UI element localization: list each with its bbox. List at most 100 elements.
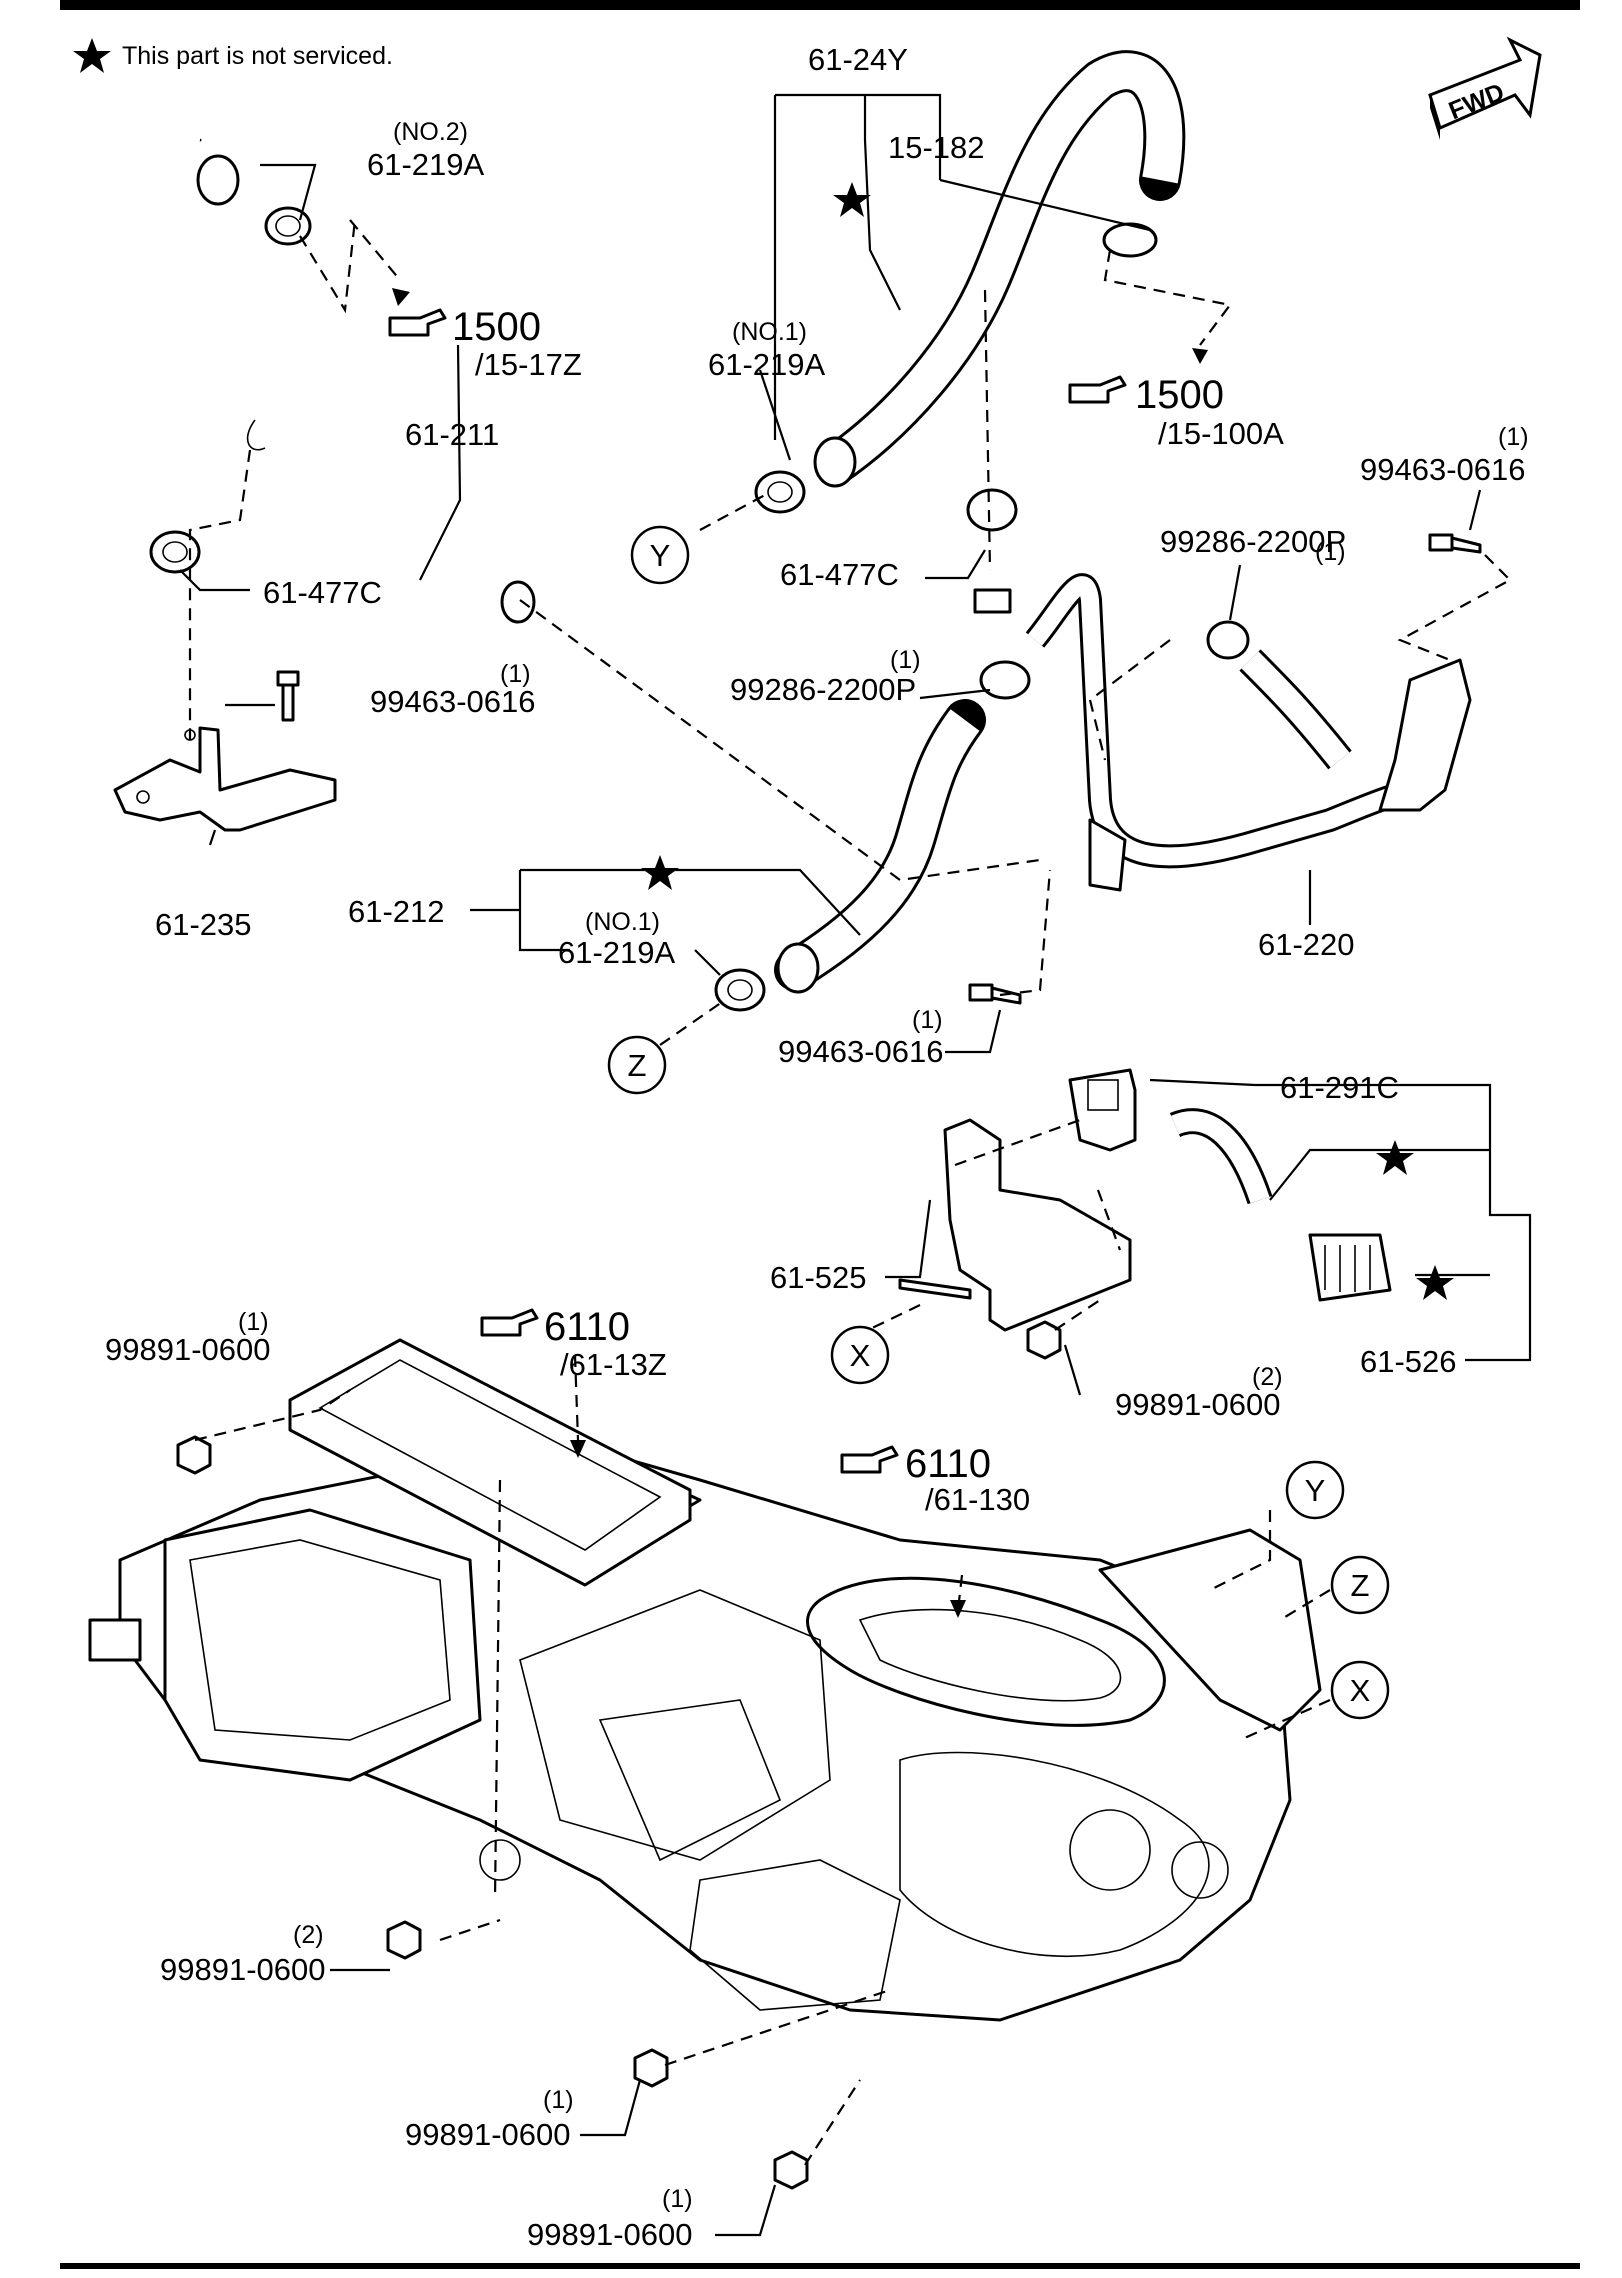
part-number: 61-220 xyxy=(1258,927,1355,962)
ref-sub: /15-100A xyxy=(1158,416,1284,451)
ref-1500-b: 1500 /15-100A xyxy=(1068,373,1284,451)
part-number: 99463-0616 xyxy=(370,684,536,719)
ref-sub: /61-130 xyxy=(925,1482,1030,1517)
part-number: 61-211 xyxy=(405,417,499,452)
hvac-unit xyxy=(88,1358,1322,2022)
svg-text:Y: Y xyxy=(1305,1473,1326,1508)
ref-number: 1500 xyxy=(1135,373,1224,417)
star-icon xyxy=(833,182,871,217)
clamp-99286-lower xyxy=(979,660,1031,700)
part-number: 61-525 xyxy=(770,1260,867,1295)
part-number: 61-219A xyxy=(558,935,676,970)
pointing-hand-icon xyxy=(840,1445,899,1474)
part-number: 99891-0600 xyxy=(1115,1387,1281,1422)
part-number: 61-235 xyxy=(155,907,252,942)
part-number: 61-24Y xyxy=(808,42,908,77)
part-qty: (1) xyxy=(1498,423,1529,451)
bottom-border xyxy=(60,2263,1580,2269)
ref-6110-b: 6110 /61-130 xyxy=(840,1442,1030,1517)
ref-6110-a: 6110 /61-13Z xyxy=(480,1305,667,1382)
svg-text:Z: Z xyxy=(628,1048,647,1083)
star-icon xyxy=(641,855,679,890)
part-number: 61-477C xyxy=(263,575,382,610)
bolt-99463-center xyxy=(968,983,1022,1005)
part-qty: (NO.1) xyxy=(732,318,807,346)
bolt-99463-right xyxy=(1428,533,1482,554)
part-number: 61-212 xyxy=(348,894,445,929)
clamp-61-219A-no2 xyxy=(264,206,312,246)
part-number: 99891-0600 xyxy=(105,1332,271,1367)
connector-z-left: Z xyxy=(607,1035,667,1095)
part-number: 99891-0600 xyxy=(527,2217,693,2252)
dashed-leaders xyxy=(188,219,1512,2166)
clip-61-477C-left xyxy=(149,530,201,574)
leader-lines xyxy=(179,93,1532,2237)
clamp-61-219A-no1-upper xyxy=(754,470,806,514)
part-qty: (NO.2) xyxy=(393,118,468,146)
ref-sub: /15-17Z xyxy=(475,347,582,382)
pointing-hand-icon xyxy=(388,308,447,337)
connector-x-right: X xyxy=(1330,1660,1390,1720)
part-qty: (1) xyxy=(662,2185,693,2213)
part-number: 61-526 xyxy=(1360,1344,1457,1379)
svg-text:X: X xyxy=(1350,1673,1371,1708)
clip-61-477C-center xyxy=(966,488,1018,614)
part-number: 99891-0600 xyxy=(160,1952,326,1987)
nut-99891-right xyxy=(1026,1320,1062,1360)
svg-text:Y: Y xyxy=(650,538,671,573)
part-qty: (1) xyxy=(543,2086,574,2114)
ref-number: 6110 xyxy=(544,1305,630,1349)
connector-y-right: Y xyxy=(1285,1460,1345,1520)
ref-number: 1500 xyxy=(452,305,541,349)
bolt-99463-left xyxy=(276,670,300,722)
part-number: 99286-2200P xyxy=(730,672,916,707)
part-qty: (1) xyxy=(238,1308,269,1336)
nut-99891-bottom-1 xyxy=(633,2048,669,2088)
arrow-head-6110-a xyxy=(570,1440,586,1458)
duct-61-13Z xyxy=(288,1338,692,1587)
part-qty: (2) xyxy=(293,1921,324,1949)
part-number: 61-219A xyxy=(708,347,826,382)
part-qty: (1) xyxy=(1315,538,1346,566)
part-number: 99891-0600 xyxy=(405,2117,571,2152)
actuator-61-291C xyxy=(1068,1068,1137,1152)
part-number: 99463-0616 xyxy=(1360,452,1526,487)
bracket-61-525 xyxy=(898,1118,1132,1332)
legend-text: This part is not serviced. xyxy=(122,42,393,70)
clamp-61-219A-no1-lower xyxy=(714,968,766,1012)
top-border xyxy=(60,0,1580,10)
arrow-head-6110-b xyxy=(950,1600,966,1618)
part-qty: (1) xyxy=(890,646,921,674)
callouts: 61-24Y 15-182 (NO.2) 61-219A (NO.1) 61-2… xyxy=(105,42,1529,2252)
hose-61-212 xyxy=(774,699,986,994)
clamp-15-182 xyxy=(1102,222,1158,258)
arrow-head-1500-b xyxy=(1192,348,1208,364)
pointing-hand-icon xyxy=(480,1308,539,1337)
clamp-99286-upper xyxy=(1206,620,1250,660)
svg-text:Z: Z xyxy=(1351,1568,1370,1603)
connector-z-right: Z xyxy=(1330,1555,1390,1615)
pipe-61-220 xyxy=(1025,573,1472,892)
part-number: 61-477C xyxy=(780,557,899,592)
hose-61-24Y xyxy=(813,50,1186,488)
nut-99891-left xyxy=(386,1920,422,1960)
legend: This part is not serviced. xyxy=(73,38,393,73)
ref-1500-a: 1500 /15-17Z xyxy=(388,305,582,382)
hose-61-211 xyxy=(98,122,536,624)
star-icon xyxy=(73,38,111,73)
part-number: 99463-0616 xyxy=(778,1034,944,1069)
ref-number: 6110 xyxy=(905,1442,991,1486)
part-qty: (2) xyxy=(1252,1363,1283,1391)
connector-y-left: Y xyxy=(630,525,690,585)
star-icon xyxy=(1416,1265,1454,1300)
nut-99891-bottom-2 xyxy=(773,2150,809,2190)
part-number: 15-182 xyxy=(888,130,985,165)
part-qty: (1) xyxy=(912,1006,943,1034)
part-number: 99286-2200P xyxy=(1160,524,1346,559)
part-number: 61-291C xyxy=(1280,1070,1399,1105)
bracket-61-235 xyxy=(113,726,337,832)
pointing-hand-icon xyxy=(1068,375,1127,404)
connector-x-left: X xyxy=(830,1325,890,1385)
fwd-direction-badge: FWD xyxy=(1428,36,1542,140)
